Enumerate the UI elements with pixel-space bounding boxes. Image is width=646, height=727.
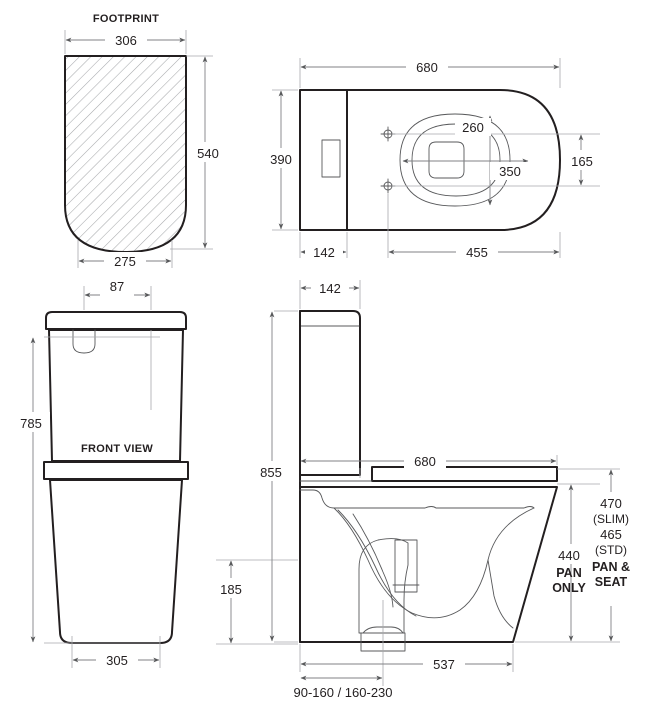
dim-side-trap-height-label: 185 <box>220 582 242 597</box>
dim-plan-bolt-spacing: 165 <box>565 134 599 186</box>
dim-plan-overall-length: 680 <box>300 58 560 76</box>
front-pan-collar <box>43 461 189 480</box>
dim-side-cistern-depth-label: 142 <box>319 281 341 296</box>
dim-side-pan-length: 537 <box>300 655 513 673</box>
dim-plan-cistern-depth-label: 142 <box>313 245 335 260</box>
front-view-label: FRONT VIEW <box>81 443 153 455</box>
side-extension-lines <box>216 280 620 686</box>
side-trap-body <box>358 538 409 634</box>
view-plan: 680 390 142 455 260 <box>264 58 600 261</box>
side-pan-body <box>299 486 558 643</box>
side-cistern <box>299 310 361 476</box>
dim-side-overall-height-label: 855 <box>260 465 282 480</box>
view-side: 142 855 185 680 537 90-160 <box>212 279 634 700</box>
dim-side-seat-height-std-label: 465 <box>600 527 622 542</box>
side-bowl-profile <box>333 507 535 619</box>
front-flush-button <box>72 329 96 354</box>
dim-side-pan-seat-note-2: SEAT <box>595 575 628 589</box>
footprint-shape <box>64 55 187 253</box>
dim-plan-seat-opening-width-label: 260 <box>462 120 484 135</box>
dim-footprint-depth: 540 <box>193 56 223 249</box>
side-inlet-connector <box>394 539 418 593</box>
dim-side-pan-length-label: 537 <box>433 657 455 672</box>
front-cistern-body <box>48 329 184 462</box>
dim-plan-overall-width-label: 390 <box>270 152 292 167</box>
dim-footprint-top-width-label: 306 <box>115 33 137 48</box>
dim-side-seat-height: 470 (SLIM) 465 (STD) PAN & SEAT <box>590 469 634 642</box>
dim-side-rough-in: 90-160 / 160-230 <box>293 675 393 700</box>
plan-body-outline <box>299 89 561 231</box>
front-pan-body <box>49 479 183 644</box>
dim-side-pan-seat-note-1: PAN & <box>592 560 630 574</box>
dim-side-cistern-depth: 142 <box>300 279 360 297</box>
side-bowl-profile-inner <box>337 509 417 617</box>
dim-front-button-width: 87 <box>84 279 151 301</box>
dim-side-pan-only-note-2: ONLY <box>552 581 586 595</box>
plan-outlet-mark <box>428 141 465 179</box>
dim-side-overall-length-label: 680 <box>414 454 436 469</box>
dim-front-base-width-label: 305 <box>106 653 128 668</box>
dim-plan-seat-opening-length: 350 <box>402 158 530 180</box>
dim-footprint-depth-label: 540 <box>197 146 219 161</box>
dim-side-pan-only-height: 440 PAN ONLY <box>552 484 590 642</box>
side-bowl-rear-wall <box>487 559 514 629</box>
dim-footprint-top-width: 306 <box>65 31 186 49</box>
side-floor-outlet-top <box>362 626 404 634</box>
dim-side-pan-only-height-label: 440 <box>558 548 580 563</box>
dim-footprint-bottom-width: 275 <box>78 252 172 270</box>
view-footprint: 306 540 275 FOOTPRINT <box>64 13 223 270</box>
dim-side-overall-length: 680 <box>300 452 557 470</box>
dim-plan-seat-opening-length-label: 350 <box>499 164 521 179</box>
plan-flush-button <box>321 139 341 178</box>
dim-side-seat-height-std-note: (STD) <box>595 543 627 557</box>
side-bowl-wall <box>352 513 394 608</box>
dim-plan-overall-length-label: 680 <box>416 60 438 75</box>
dim-side-overall-height: 855 <box>252 311 290 642</box>
plan-extension-lines <box>272 58 600 258</box>
dim-side-pan-only-note-1: PAN <box>556 566 581 580</box>
view-front: 87 785 305 FRONT VIEW <box>12 279 189 669</box>
footprint-view-label: FOOTPRINT <box>93 13 159 25</box>
dim-plan-overall-width: 390 <box>264 90 298 230</box>
front-extension-lines <box>44 286 161 668</box>
dim-plan-bolt-spacing-label: 165 <box>571 154 593 169</box>
dim-side-trap-height: 185 <box>212 560 250 644</box>
dim-plan-pan-length: 455 <box>388 243 560 261</box>
dim-front-overall-height-label: 785 <box>20 416 42 431</box>
side-seat-slab <box>371 466 558 482</box>
dim-front-button-width-label: 87 <box>110 279 124 294</box>
dim-plan-seat-opening-width: 260 <box>455 115 493 206</box>
dim-plan-cistern-depth: 142 <box>300 243 347 261</box>
side-rim-line <box>299 489 535 509</box>
dim-side-seat-height-slim-label: 470 <box>600 496 622 511</box>
dim-footprint-bottom-width-label: 275 <box>114 254 136 269</box>
dim-side-rough-in-label: 90-160 / 160-230 <box>293 685 392 700</box>
dim-side-seat-height-slim-note: (SLIM) <box>593 512 629 526</box>
dim-plan-pan-length-label: 455 <box>466 245 488 260</box>
front-cistern-lid <box>45 311 187 330</box>
dim-front-overall-height: 785 <box>12 337 50 643</box>
footprint-extension-lines <box>64 30 213 268</box>
dim-front-base-width: 305 <box>72 651 160 669</box>
